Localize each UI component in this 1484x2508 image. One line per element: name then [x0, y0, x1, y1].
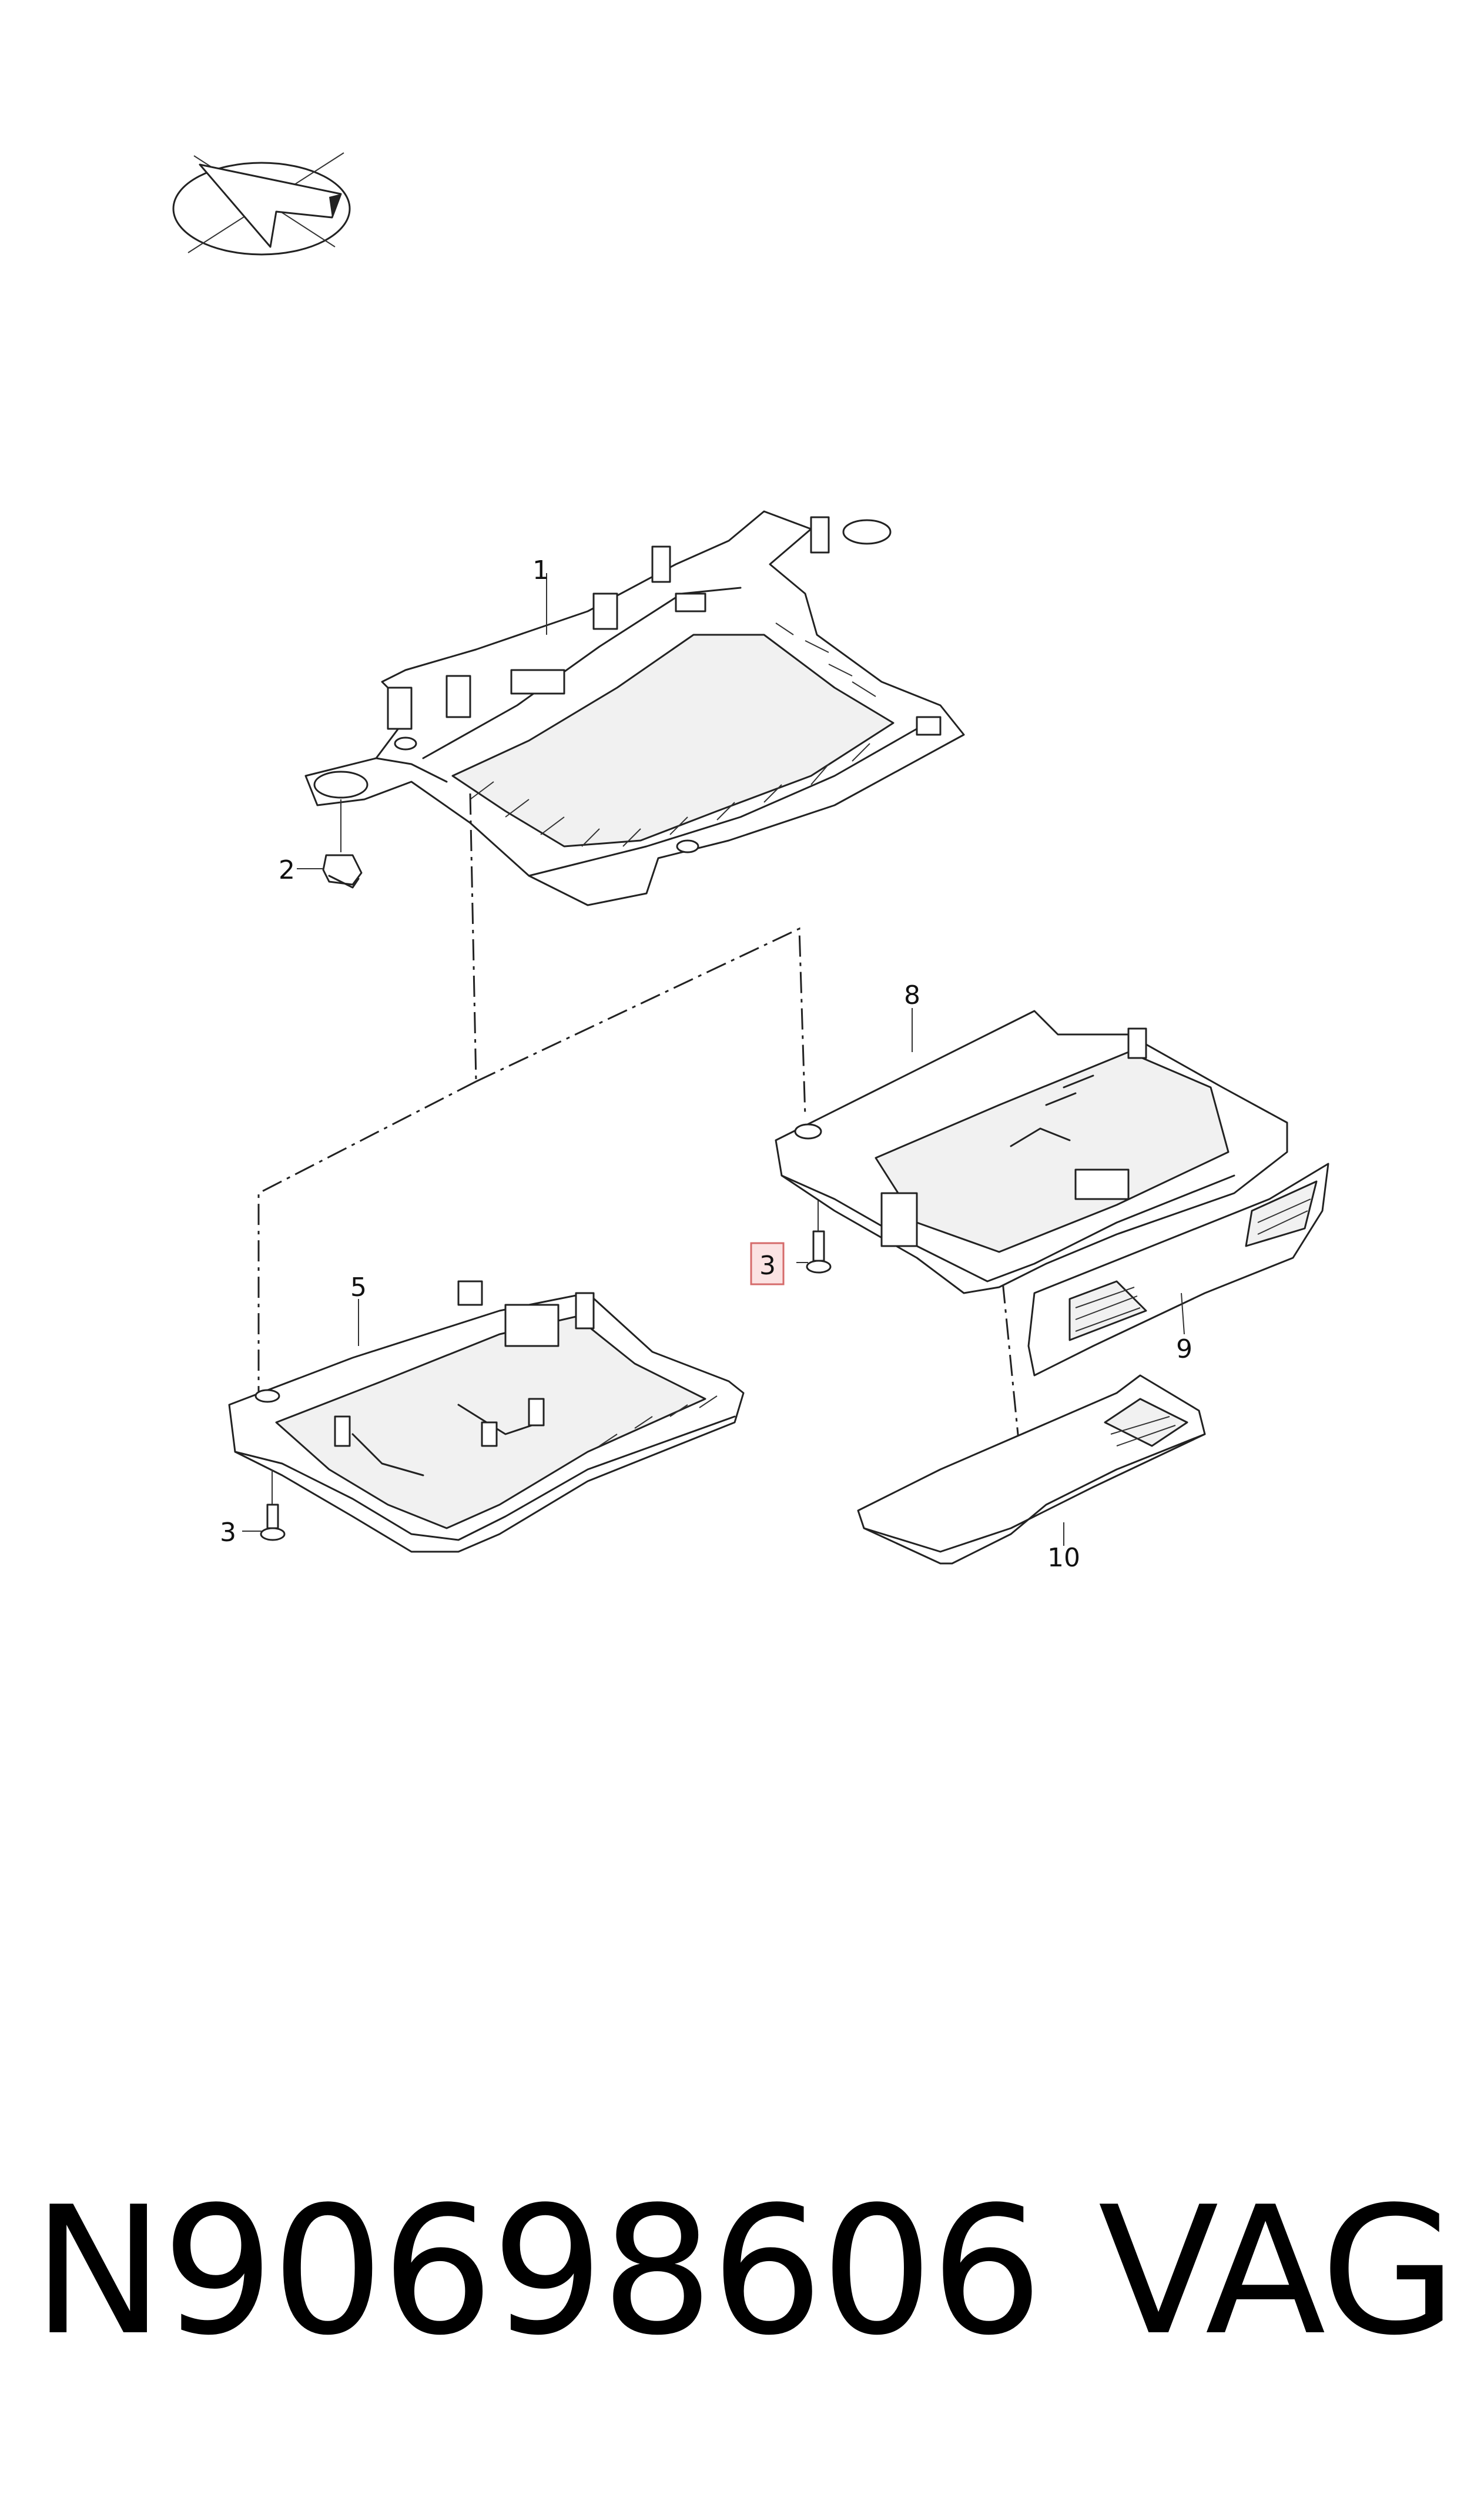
- callout-label-3-right[interactable]: 3: [759, 1251, 776, 1281]
- direction-arrow-icon: [172, 152, 351, 256]
- brand-name: VAG: [1098, 2169, 1457, 2374]
- footer: N90698606 VAG: [32, 2169, 1457, 2374]
- callout-label-10: 10: [1047, 1543, 1080, 1573]
- part-5-housing: [228, 1280, 745, 1553]
- callout-label-8: 8: [904, 980, 920, 1010]
- part-number: N90698606: [32, 2169, 1043, 2374]
- part-1-frame: [304, 510, 965, 906]
- part-10-tray: [857, 1374, 1206, 1565]
- part-9-lid: [1027, 1163, 1329, 1377]
- callout-3-highlight: [750, 1242, 785, 1285]
- callout-label-3-left: 3: [220, 1518, 236, 1548]
- callout-label-1: 1: [532, 555, 549, 585]
- callout-label-5: 5: [350, 1273, 367, 1302]
- exploded-parts-diagram: 1 2 3 3 5 8 9 10: [172, 152, 1329, 1573]
- callout-label-9: 9: [1176, 1334, 1192, 1364]
- callout-label-2: 2: [279, 855, 295, 885]
- part-3-screw-left: [242, 1469, 286, 1541]
- part-8-glove-box: [775, 1008, 1288, 1294]
- part-2-clip: [297, 799, 363, 889]
